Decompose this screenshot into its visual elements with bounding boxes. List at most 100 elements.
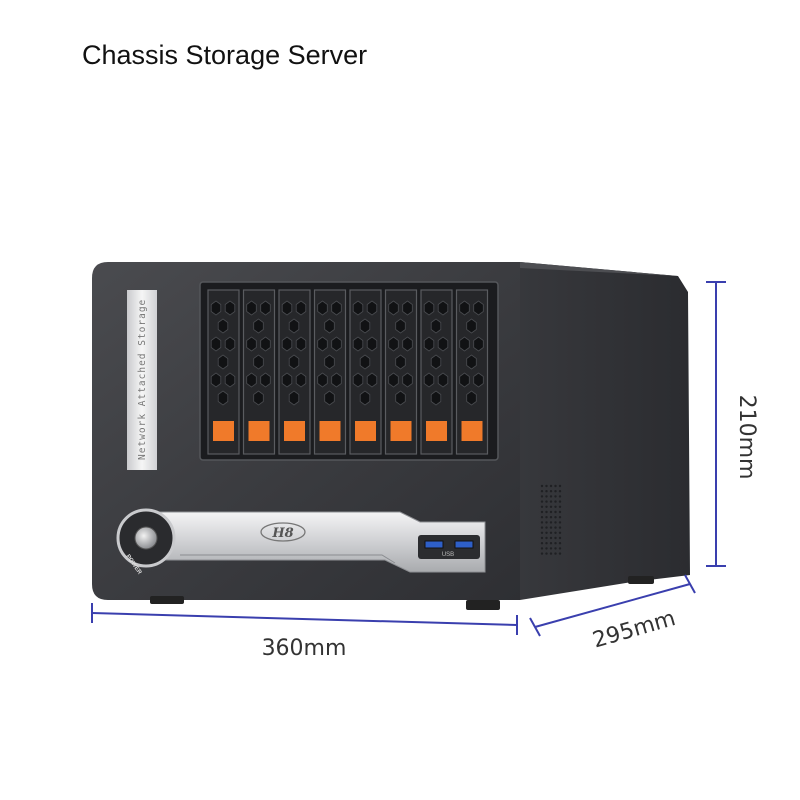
vent-hole <box>473 336 484 352</box>
vent-dot <box>540 531 544 534</box>
vent-hole <box>224 336 236 352</box>
vent-dot <box>549 531 553 534</box>
vent-hole <box>388 300 399 316</box>
vent-dot <box>545 552 548 555</box>
height-dimension-line <box>706 281 726 567</box>
vent-hole <box>253 318 264 334</box>
vent-hole <box>324 318 335 334</box>
vent-dot <box>549 516 553 519</box>
drive-latch[interactable] <box>284 421 305 441</box>
vent-dot <box>549 521 553 524</box>
vent-dot <box>554 542 557 545</box>
vent-dot <box>558 490 562 493</box>
vent-hole <box>459 372 470 388</box>
vent-dot <box>554 531 557 534</box>
vent-hole <box>288 354 300 370</box>
vent-dot <box>540 505 544 508</box>
vent-hole <box>359 390 371 406</box>
vent-hole <box>324 354 335 370</box>
drive-bay[interactable] <box>207 289 240 455</box>
vent-dot <box>545 505 548 508</box>
vent-hole <box>281 336 293 352</box>
vent-hole <box>437 372 449 388</box>
vent-hole <box>295 336 307 352</box>
brand-logo-badge <box>260 522 306 542</box>
vent-dot <box>540 484 544 488</box>
drive-latch[interactable] <box>355 421 376 441</box>
vent-dot <box>540 526 544 529</box>
vent-hole <box>317 372 328 388</box>
vent-hole <box>395 390 406 406</box>
brand-logo: H8 <box>271 526 293 541</box>
vent-dot <box>549 526 553 529</box>
vent-hole <box>260 336 271 352</box>
drive-bay[interactable] <box>349 289 382 455</box>
usb-port-1[interactable] <box>424 540 444 549</box>
drive-bay[interactable] <box>242 289 276 455</box>
power-button[interactable] <box>134 526 158 550</box>
drive-bay[interactable] <box>278 289 311 455</box>
vent-hole <box>473 372 484 388</box>
vent-hole <box>217 354 229 370</box>
vent-dot <box>545 536 548 540</box>
drive-latch[interactable] <box>390 421 412 441</box>
width-label: 360mm <box>262 636 347 661</box>
drive-bay[interactable] <box>455 289 489 455</box>
vent-hole <box>246 336 257 352</box>
vent-dot <box>549 542 553 545</box>
drive-latch[interactable] <box>319 421 341 441</box>
vent-dot <box>558 542 562 545</box>
vent-dot <box>540 552 544 555</box>
vent-dot <box>554 490 557 493</box>
depth-label: 295mm <box>590 606 678 653</box>
vent-hole <box>224 300 236 316</box>
vent-dot <box>558 521 562 524</box>
vent-hole <box>402 336 413 352</box>
vent-hole <box>395 354 406 370</box>
vent-hole <box>331 300 342 316</box>
vent-dot <box>545 516 548 519</box>
height-label: 210mm <box>734 395 759 480</box>
vent-hole <box>388 372 399 388</box>
vent-dot <box>540 500 544 503</box>
vent-dot <box>549 495 553 498</box>
vent-dot <box>549 500 553 503</box>
vent-dot <box>545 521 548 524</box>
vent-hole <box>366 336 378 352</box>
vent-dot <box>540 542 544 545</box>
front-silver-panel <box>149 511 486 573</box>
vent-dot <box>545 490 548 493</box>
vent-hole <box>395 318 406 334</box>
vent-dot <box>540 495 544 498</box>
vent-dot <box>545 531 548 534</box>
vent-hole <box>295 300 307 316</box>
drive-latch[interactable] <box>213 421 234 441</box>
drive-bay[interactable] <box>384 289 418 455</box>
vent-hole <box>423 336 435 352</box>
side-vent <box>540 484 562 555</box>
vent-hole <box>459 336 470 352</box>
side-label-text: Network Attached Storage <box>137 299 148 460</box>
vent-hole <box>459 300 470 316</box>
vent-hole <box>402 300 413 316</box>
vent-hole <box>324 390 335 406</box>
vent-hole <box>246 300 257 316</box>
usb-port-2[interactable] <box>454 540 474 549</box>
vent-dot <box>540 536 544 540</box>
vent-hole <box>317 336 328 352</box>
vent-hole <box>430 390 442 406</box>
vent-dot <box>549 547 553 550</box>
drive-bay[interactable] <box>420 289 453 455</box>
drive-latch[interactable] <box>461 421 483 441</box>
vent-hole <box>281 300 293 316</box>
vent-hole <box>402 372 413 388</box>
vent-dot <box>558 531 562 534</box>
drive-latch[interactable] <box>426 421 447 441</box>
vent-dot <box>558 510 562 514</box>
vent-dot <box>549 484 553 488</box>
vent-dot <box>545 510 548 514</box>
drive-latch[interactable] <box>248 421 270 441</box>
vent-hole <box>388 336 399 352</box>
drive-bay[interactable] <box>313 289 347 455</box>
vent-hole <box>352 336 364 352</box>
